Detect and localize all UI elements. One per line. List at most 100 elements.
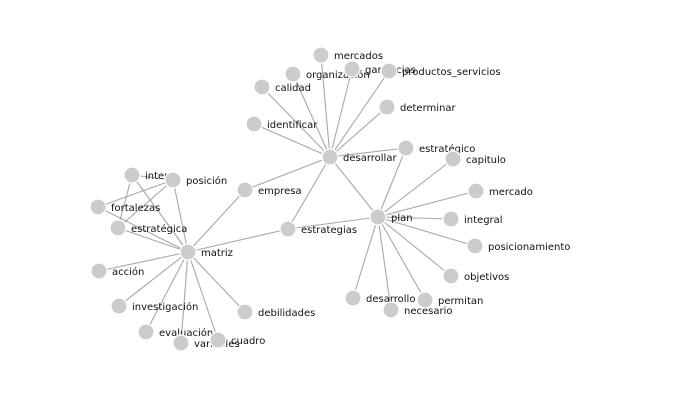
node-identificar[interactable]: identificar bbox=[245, 115, 318, 133]
node-circle[interactable] bbox=[279, 220, 297, 238]
node-estrategico[interactable]: estratégico bbox=[397, 139, 475, 157]
edge-matriz-fortalezas bbox=[97, 206, 189, 253]
edge-plan-objetivos bbox=[377, 216, 452, 277]
node-circle[interactable] bbox=[416, 291, 434, 309]
edge-estrategica-posicion bbox=[117, 179, 174, 229]
node-label: mercados bbox=[334, 51, 383, 62]
node-fortalezas[interactable]: fortalezas bbox=[89, 198, 160, 216]
node-permitan[interactable]: permitan bbox=[416, 291, 483, 309]
node-accion[interactable]: acción bbox=[90, 262, 144, 280]
node-cuadro[interactable]: cuadro bbox=[209, 331, 265, 349]
node-mercado[interactable]: mercado bbox=[467, 182, 533, 200]
node-circle[interactable] bbox=[90, 262, 108, 280]
node-circle[interactable] bbox=[444, 150, 462, 168]
node-circle[interactable] bbox=[284, 65, 302, 83]
node-label: calidad bbox=[275, 83, 311, 94]
node-circle[interactable] bbox=[397, 139, 415, 157]
node-matriz[interactable]: matriz bbox=[179, 243, 233, 261]
node-circle[interactable] bbox=[236, 181, 254, 199]
edge-matriz-evaluacion bbox=[145, 251, 189, 333]
edge-matriz-variables bbox=[180, 251, 189, 344]
edge-desarrollar-empresa bbox=[244, 156, 331, 191]
node-label: plan bbox=[391, 213, 413, 224]
node-estrategica[interactable]: estratégica bbox=[109, 219, 187, 237]
edge-matriz-estrategica bbox=[117, 227, 189, 253]
node-label: capitulo bbox=[466, 155, 506, 166]
node-evaluacion[interactable]: evaluación bbox=[137, 323, 213, 341]
node-circle[interactable] bbox=[179, 243, 197, 261]
node-label: evaluación bbox=[159, 327, 213, 339]
node-productos_servicios[interactable]: productos_servicios bbox=[380, 62, 501, 80]
edge-plan-estrategias bbox=[287, 216, 379, 230]
node-circle[interactable] bbox=[172, 334, 190, 352]
node-capitulo[interactable]: capitulo bbox=[444, 150, 506, 168]
edge-matriz-estrategias bbox=[187, 228, 289, 253]
node-label: posición bbox=[186, 175, 227, 187]
node-posicionamiento[interactable]: posicionamiento bbox=[466, 237, 570, 255]
node-circle[interactable] bbox=[110, 297, 128, 315]
node-circle[interactable] bbox=[467, 182, 485, 200]
node-circle[interactable] bbox=[442, 210, 460, 228]
node-circle[interactable] bbox=[344, 289, 362, 307]
edge-matriz-posicion bbox=[172, 179, 189, 253]
edge-desarrollar-ganancias bbox=[329, 68, 353, 158]
node-plan[interactable]: plan bbox=[369, 208, 413, 226]
node-circle[interactable] bbox=[123, 166, 141, 184]
node-interna[interactable]: interna bbox=[123, 166, 181, 184]
node-circle[interactable] bbox=[245, 115, 263, 133]
node-label: empresa bbox=[258, 186, 302, 197]
node-circle[interactable] bbox=[369, 208, 387, 226]
node-circle[interactable] bbox=[343, 60, 361, 78]
node-circle[interactable] bbox=[442, 267, 460, 285]
node-empresa[interactable]: empresa bbox=[236, 181, 302, 199]
edge-plan-necesario bbox=[377, 216, 392, 311]
node-circle[interactable] bbox=[312, 46, 330, 64]
node-circle[interactable] bbox=[209, 331, 227, 349]
node-circle[interactable] bbox=[466, 237, 484, 255]
node-label: estrategias bbox=[301, 225, 357, 236]
edge-desarrollar-calidad bbox=[261, 86, 331, 158]
node-objetivos[interactable]: objetivos bbox=[442, 267, 509, 285]
node-estrategias[interactable]: estrategias bbox=[279, 220, 357, 238]
node-desarrollar[interactable]: desarrollar bbox=[321, 148, 397, 166]
edge-matriz-interna bbox=[131, 174, 189, 253]
edge-desarrollar-plan bbox=[329, 156, 379, 218]
node-calidad[interactable]: calidad bbox=[253, 78, 311, 96]
node-circle[interactable] bbox=[382, 301, 400, 319]
node-determinar[interactable]: determinar bbox=[378, 98, 456, 116]
node-circle[interactable] bbox=[89, 198, 107, 216]
node-circle[interactable] bbox=[164, 171, 182, 189]
node-investigacion[interactable]: investigación bbox=[110, 297, 198, 315]
node-label: cuadro bbox=[231, 336, 265, 347]
edge-desarrollar-mercados bbox=[320, 54, 331, 158]
node-mercados[interactable]: mercados bbox=[312, 46, 383, 64]
edge-plan-posicionamiento bbox=[377, 216, 476, 247]
edge-plan-capitulo bbox=[377, 158, 454, 218]
node-necesario[interactable]: necesario bbox=[382, 301, 453, 319]
node-desarrollo[interactable]: desarrollo bbox=[344, 289, 415, 307]
node-posicion[interactable]: posición bbox=[164, 171, 227, 189]
node-label: matriz bbox=[201, 248, 233, 259]
graph-edges bbox=[97, 54, 477, 344]
node-label: interna bbox=[145, 171, 181, 182]
node-debilidades[interactable]: debilidades bbox=[236, 303, 315, 321]
node-circle[interactable] bbox=[109, 219, 127, 237]
node-label: estratégica bbox=[131, 223, 187, 235]
node-label: determinar bbox=[400, 103, 456, 114]
node-label: productos_servicios bbox=[402, 67, 501, 78]
edge-plan-mercado bbox=[377, 190, 477, 218]
node-integral[interactable]: integral bbox=[442, 210, 503, 228]
node-label: debilidades bbox=[258, 308, 315, 319]
node-circle[interactable] bbox=[137, 323, 155, 341]
edge-interna-estrategica bbox=[117, 174, 133, 229]
edge-desarrollar-estrategico bbox=[329, 147, 407, 158]
edge-matriz-accion bbox=[98, 251, 189, 272]
node-circle[interactable] bbox=[380, 62, 398, 80]
node-label: identificar bbox=[267, 120, 318, 131]
node-circle[interactable] bbox=[378, 98, 396, 116]
node-label: desarrollar bbox=[343, 153, 397, 164]
node-circle[interactable] bbox=[253, 78, 271, 96]
node-circle[interactable] bbox=[321, 148, 339, 166]
node-circle[interactable] bbox=[236, 303, 254, 321]
node-label: desarrollo bbox=[366, 294, 415, 305]
